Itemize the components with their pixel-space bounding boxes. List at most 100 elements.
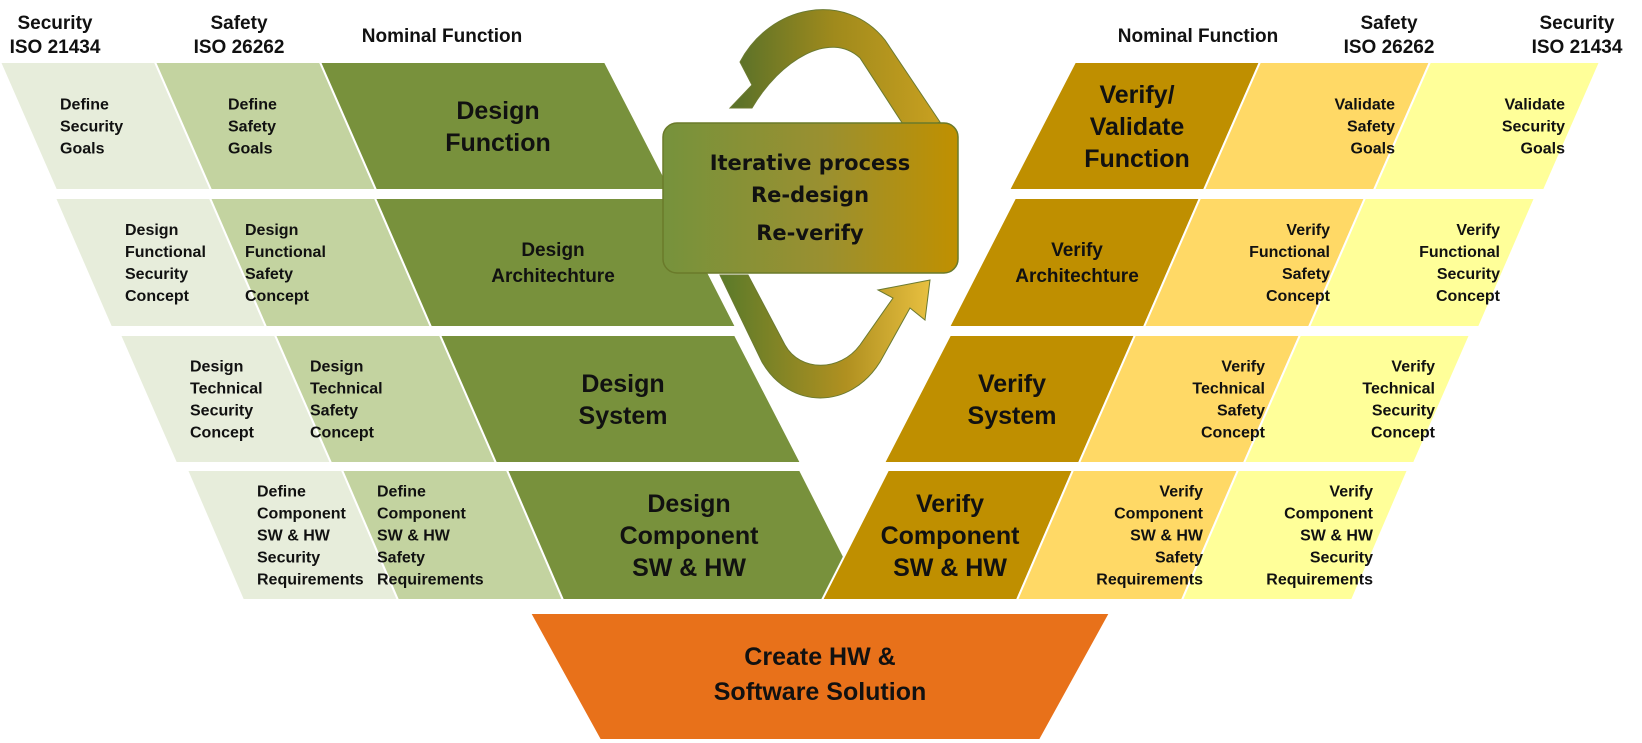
left-security-text-4-line: Security [257,550,320,567]
svg-text:ISO 26262: ISO 26262 [194,37,285,58]
bottom-cycle-arrow [719,274,931,399]
right-security-text-4-line: Component [1284,506,1374,523]
right-security-text-2-line: Functional [1419,244,1500,261]
right-safety-text-4-line: SW & HW [1130,528,1204,545]
left-safety-text-4-line: Component [377,506,467,523]
right-security-text-4-line: Verify [1329,484,1373,501]
right-safety-text-1-line: Goals [1351,141,1396,158]
left-safety-text-2-line: Design [245,222,298,239]
left-nominal-text-4-line: Component [620,522,760,550]
left-nominal-text-4-line: SW & HW [632,554,746,582]
left-safety-text-4-line: Safety [377,550,425,567]
left-security-text-2-line: Design [125,222,178,239]
right-nominal-text-4-line: SW & HW [893,554,1007,582]
right-security-text-4-line: Requirements [1266,572,1373,589]
left-safety-text-4-line: Requirements [377,572,484,589]
right-security-text-4-line: Security [1310,550,1373,567]
right-security-text-3-line: Security [1372,403,1435,420]
left-security-text-1-line: Security [60,119,123,136]
left-safety-text-1-line: Goals [228,141,273,158]
left-nominal-cell-1 [318,61,673,191]
left-safety-text-3-line: Concept [310,425,375,442]
left-safety-text-2-line: Functional [245,244,326,261]
svg-text:Security: Security [18,13,93,34]
svg-text:Software Solution: Software Solution [714,678,927,706]
right-security-text-3-line: Concept [1371,425,1436,442]
left-security-text-3-line: Security [190,403,253,420]
left-security-text-4-line: Requirements [257,572,364,589]
center-box-line-3: Re-verify [756,221,864,245]
right-security-cell-1 [1372,61,1602,191]
right-safety-text-1-line: Validate [1335,97,1396,114]
left-nominal-text-1-line: Function [445,129,551,157]
svg-text:Security: Security [1540,13,1615,34]
left-safety-text-4-line: Define [377,484,426,501]
left-nominal-text-2-line: Design [521,240,584,261]
right-security-cell-2 [1307,197,1537,328]
svg-text:ISO 21434: ISO 21434 [10,37,101,58]
right-safety-text-4-line: Requirements [1096,572,1203,589]
center-box-line-1: Iterative process [710,151,911,175]
right-safety-text-4-line: Safety [1155,550,1203,567]
center-box-line-2: Re-design [751,183,869,207]
right-safety-text-4-line: Component [1114,506,1204,523]
left-security-text-4-line: SW & HW [257,528,331,545]
right-nominal-text-1-line: Validate [1090,113,1185,141]
right-security-text-1-line: Security [1502,119,1565,136]
header-left-security: Security ISO 21434 [10,13,101,58]
left-security-text-2-line: Security [125,266,188,283]
left-safety-text-2-line: Safety [245,266,293,283]
right-security-cell-4 [1180,469,1410,601]
header-right-safety: Safety ISO 26262 [1344,13,1435,58]
right-nominal-text-3-line: System [968,402,1057,430]
right-nominal-text-4-line: Verify [916,490,984,518]
top-cycle-arrow [728,9,941,136]
right-nominal-text-1-line: Function [1084,145,1190,173]
header-left-safety: Safety ISO 26262 [194,13,285,58]
left-safety-text-3-line: Safety [310,403,358,420]
left-nominal-text-2-line: Architechture [491,266,615,287]
left-nominal-text-4-line: Design [647,490,730,518]
svg-text:ISO 26262: ISO 26262 [1344,37,1435,58]
header-left-nominal: Nominal Function [362,26,522,47]
right-security-text-2-line: Verify [1456,222,1500,239]
left-security-text-1-line: Define [60,97,109,114]
right-nominal-text-3-line: Verify [978,370,1046,398]
left-security-text-4-line: Define [257,484,306,501]
right-security-text-3-line: Verify [1391,359,1435,376]
header-right-security: Security ISO 21434 [1532,13,1623,58]
right-nominal-text-1-line: Verify/ [1099,81,1174,109]
left-safety-text-2-line: Concept [245,288,310,305]
right-safety-text-2-line: Functional [1249,244,1330,261]
right-safety-text-2-line: Verify [1286,222,1330,239]
right-security-text-1-line: Validate [1505,97,1566,114]
right-nominal-text-2-line: Architechture [1015,266,1139,287]
right-security-text-2-line: Security [1437,266,1500,283]
right-security-text-4-line: SW & HW [1300,528,1374,545]
svg-text:Create HW &: Create HW & [744,643,895,671]
right-nominal-text-2-line: Verify [1051,240,1103,261]
right-safety-text-3-line: Concept [1201,425,1266,442]
left-safety-text-1-line: Define [228,97,277,114]
left-security-text-2-line: Functional [125,244,206,261]
left-nominal-text-3-line: Design [581,370,664,398]
right-safety-text-3-line: Safety [1217,403,1265,420]
right-security-text-1-line: Goals [1521,141,1566,158]
right-safety-text-2-line: Safety [1282,266,1330,283]
left-nominal-text-1-line: Design [456,97,539,125]
